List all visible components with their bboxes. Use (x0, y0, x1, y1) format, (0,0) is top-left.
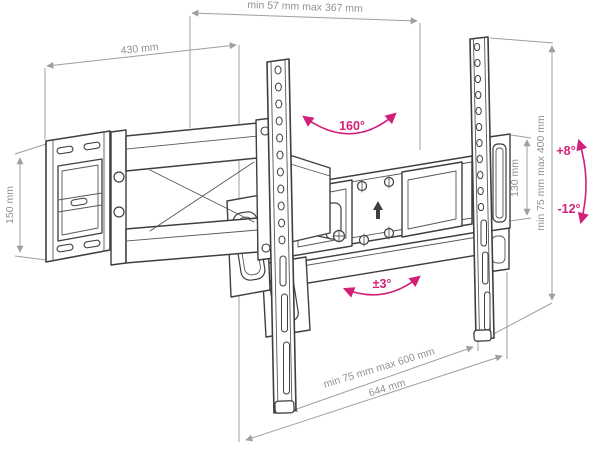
right-rail (469, 36, 495, 342)
tilt-arc-icon (576, 138, 589, 225)
right-rail-holes (473, 42, 485, 212)
dimension-annotations: min 57 mm max 367 mm 430 mm 150 mm min 7… (4, 0, 556, 442)
swivel-annotation: 160° (302, 112, 397, 135)
left-rail (266, 58, 297, 414)
label-arm-reach: 430 mm (120, 41, 159, 57)
up-arrow-icon (373, 201, 383, 219)
label-bracket-end-height: 130 mm (509, 159, 521, 197)
tilt-annotation: +8° -12° (556, 138, 589, 225)
dim-extension-depth: min 57 mm max 367 mm (189, 0, 421, 150)
mount-drawing (45, 36, 511, 414)
label-wall-plate-height: 150 mm (4, 186, 16, 224)
dim-arm-reach: 430 mm (44, 41, 240, 442)
label-tilt-down: -12° (557, 202, 580, 216)
label-swivel-range: 160° (339, 119, 365, 133)
label-vesa-height: min 75 mm max 400 mm (535, 115, 547, 231)
wall-plate (45, 130, 111, 263)
right-rail-foot (473, 329, 492, 342)
left-rail-foot (274, 400, 295, 414)
dim-bracket-end-height: 130 mm (509, 134, 532, 222)
label-level-adjust: ±3° (373, 277, 392, 291)
left-rail-holes (274, 65, 286, 245)
dim-wall-plate-height: 150 mm (4, 143, 47, 261)
level-arc-icon (342, 275, 421, 298)
vesa-screw-holes (356, 175, 395, 247)
label-tilt-up: +8° (556, 144, 575, 158)
level-annotation: ±3° (342, 275, 421, 298)
label-overall-width: 644 mm (367, 377, 407, 400)
dim-vesa-height: min 75 mm max 400 mm (483, 37, 556, 340)
angle-annotations: 160° +8° -12° ±3° (302, 112, 589, 298)
label-extension-depth: min 57 mm max 367 mm (247, 0, 363, 15)
swivel-arc-icon (302, 112, 397, 135)
dim-vesa-width: min 75 mm max 600 mm (290, 340, 479, 413)
